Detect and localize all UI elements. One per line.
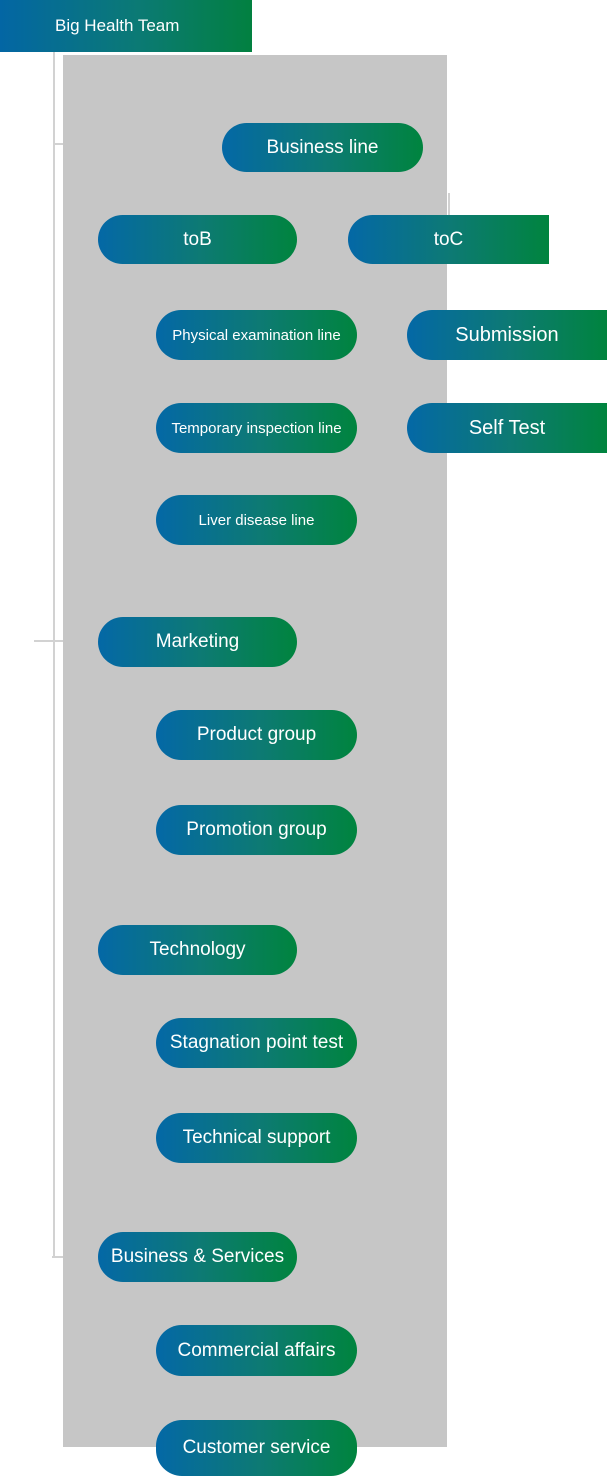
node-promotion-group[interactable]: Promotion group	[156, 805, 357, 855]
node-tob[interactable]: toB	[98, 215, 297, 264]
root-node-big-health-team[interactable]: Big Health Team	[0, 0, 252, 52]
node-stagnation-point-test[interactable]: Stagnation point test	[156, 1018, 357, 1068]
connector-marketing-tick	[34, 640, 63, 642]
connector-toc-vertical-line	[448, 193, 450, 215]
node-marketing[interactable]: Marketing	[98, 617, 297, 667]
node-business-and-services[interactable]: Business & Services	[98, 1232, 297, 1282]
node-product-group[interactable]: Product group	[156, 710, 357, 760]
node-business-line[interactable]: Business line	[222, 123, 423, 172]
node-toc[interactable]: toC	[348, 215, 549, 264]
connector-bottom-elbow	[52, 1256, 63, 1258]
connector-main-vertical-line	[53, 52, 55, 1258]
node-temporary-inspection-line[interactable]: Temporary inspection line	[156, 403, 357, 453]
node-customer-service[interactable]: Customer service	[156, 1420, 357, 1476]
node-technology[interactable]: Technology	[98, 925, 297, 975]
node-technical-support[interactable]: Technical support	[156, 1113, 357, 1163]
node-self-test[interactable]: Self Test	[407, 403, 607, 453]
node-commercial-affairs[interactable]: Commercial affairs	[156, 1325, 357, 1376]
connector-business-line-tick	[53, 143, 63, 145]
node-physical-examination-line[interactable]: Physical examination line	[156, 310, 357, 360]
node-liver-disease-line[interactable]: Liver disease line	[156, 495, 357, 545]
node-submission[interactable]: Submission	[407, 310, 607, 360]
